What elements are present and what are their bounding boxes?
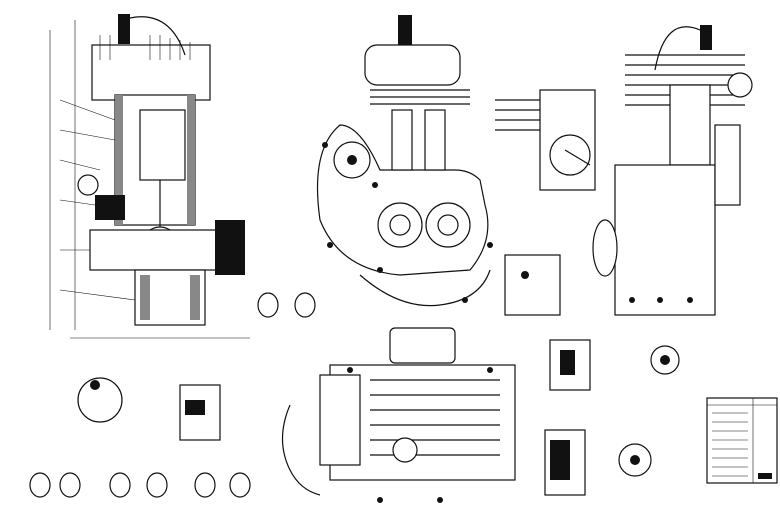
front-view	[316, 15, 493, 307]
spec-table	[706, 397, 778, 484]
detail-views-right	[544, 339, 680, 496]
longitudinal-section-view	[49, 14, 250, 339]
side-view	[592, 25, 753, 316]
detail-views-left	[29, 292, 316, 498]
carburettor-view	[495, 89, 596, 316]
plan-view	[281, 327, 516, 503]
